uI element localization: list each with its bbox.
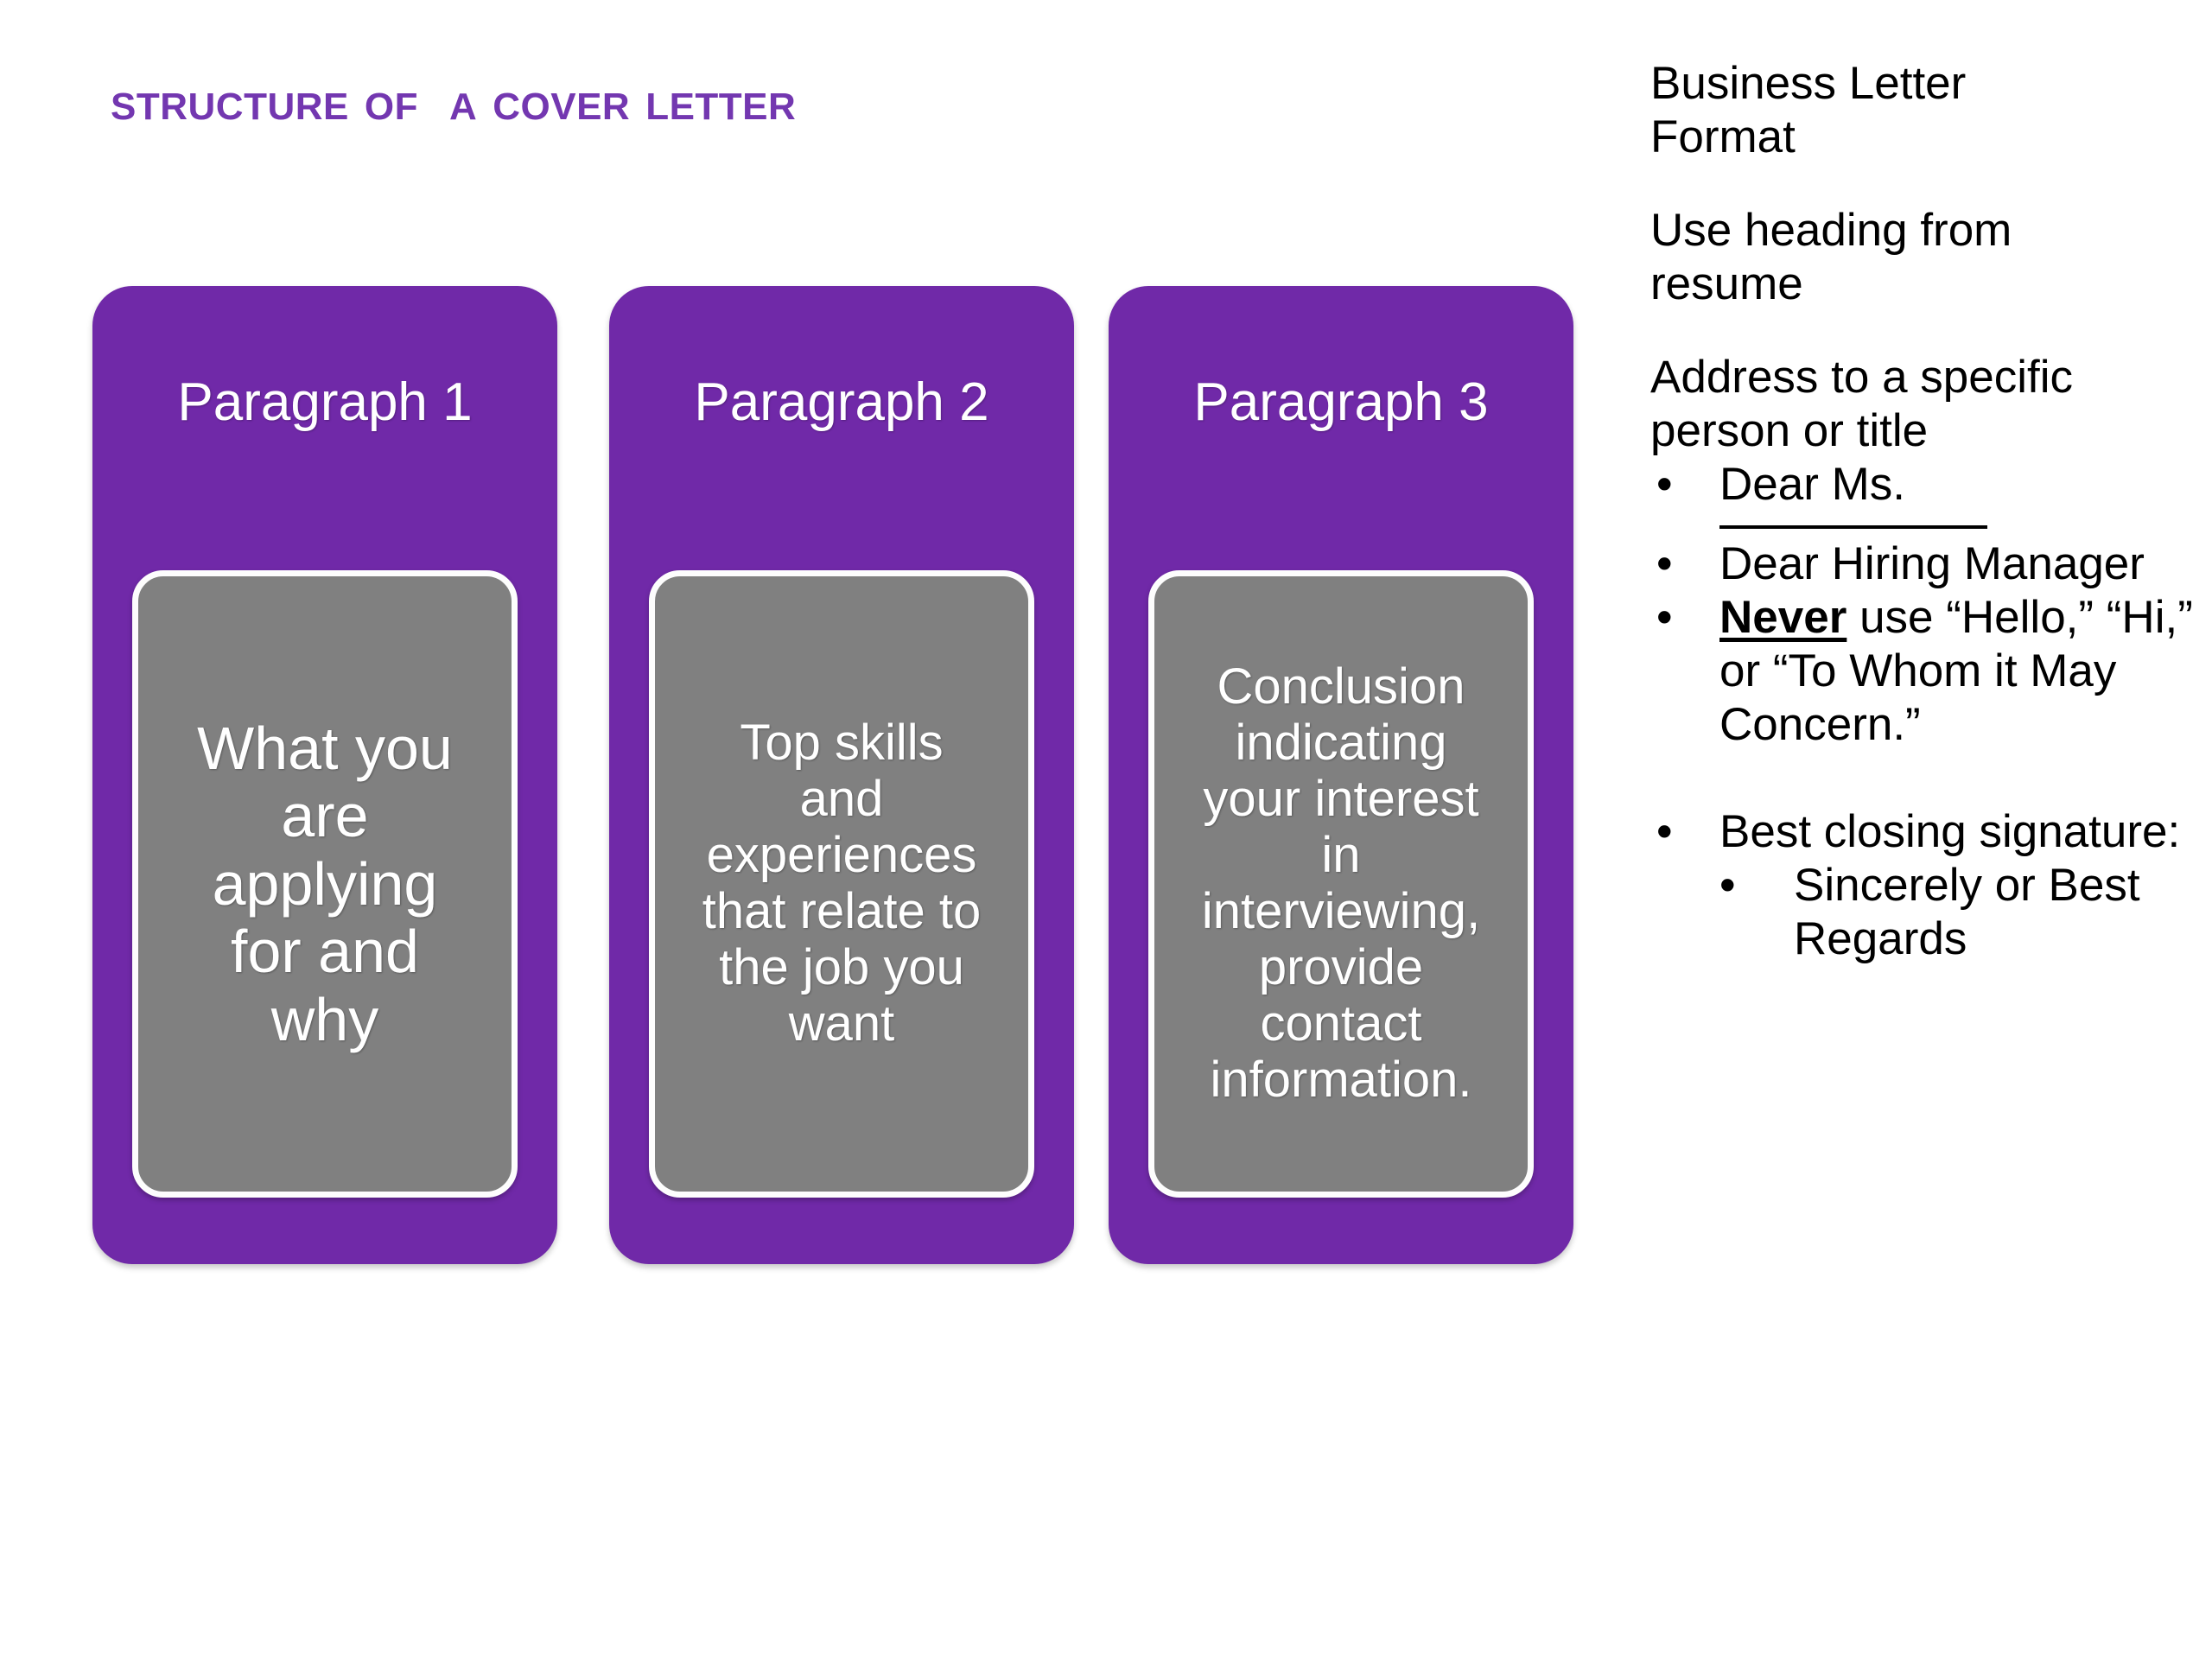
sub-bullet-dot-icon: • <box>1719 860 1736 911</box>
paragraph-card-2-heading: Paragraph 2 <box>694 372 989 432</box>
bullet-dot-icon: • <box>1656 538 1673 589</box>
sub-bullet-text-sincerely: Sincerely or Best Regards <box>1794 860 2140 964</box>
paragraph-card-1-body-text: What you are applying for and why <box>197 715 453 1053</box>
salutation-bullet-list: • Dear Ms. • Dear Hiring Manager • Never… <box>1650 458 2195 966</box>
emphasis-never: Never <box>1719 592 1847 643</box>
bullet-text-never-use-rest: use “Hello,” “Hi,” or “To Whom it May Co… <box>1719 592 2193 750</box>
paragraph-card-2-body: Top skills and experiences that relate t… <box>649 570 1034 1198</box>
paragraph-card-2: Paragraph 2 Top skills and experiences t… <box>609 286 1074 1264</box>
closing-sub-bullet-list: • Sincerely or Best Regards <box>1719 859 2195 966</box>
bullet-dot-icon: • <box>1656 806 1673 857</box>
fill-in-blank-line <box>1719 525 1987 529</box>
paragraph-card-1: Paragraph 1 What you are applying for an… <box>92 286 557 1264</box>
paragraph-card-3-heading: Paragraph 3 <box>1193 372 1489 432</box>
bullet-item-never-use: • Never use “Hello,” “Hi,” or “To Whom i… <box>1650 591 2195 752</box>
note-use-heading-from-resume: Use heading from resume <box>1650 205 2012 309</box>
bullet-item-best-closing-signature: • Best closing signature: • Sincerely or… <box>1650 805 2195 966</box>
paragraph-card-3-body: Conclusion indicating your interest in i… <box>1148 570 1534 1198</box>
paragraph-card-1-heading: Paragraph 1 <box>177 372 473 432</box>
bullet-item-dear-hiring-manager: • Dear Hiring Manager <box>1650 537 2195 591</box>
bullet-text-best-closing-signature: Best closing signature: <box>1719 806 2181 857</box>
paragraph-card-2-body-text: Top skills and experiences that relate t… <box>702 715 982 1052</box>
paragraph-cards-group: Paragraph 1 What you are applying for an… <box>92 286 1574 1264</box>
bullet-item-dear-ms: • Dear Ms. <box>1650 458 2195 529</box>
bullet-list-spacer <box>1650 752 2195 805</box>
bullet-text-dear-ms: Dear Ms. <box>1719 459 1905 510</box>
paragraph-card-1-body: What you are applying for and why <box>132 570 518 1198</box>
notes-column: Business Letter Format Use heading from … <box>1650 57 2195 966</box>
paragraph-card-3: Paragraph 3 Conclusion indicating your i… <box>1109 286 1573 1264</box>
note-business-letter-format: Business Letter Format <box>1650 58 1967 162</box>
bullet-dot-icon: • <box>1656 459 1673 510</box>
note-address-to-specific-person: Address to a specific person or title <box>1650 352 2074 456</box>
sub-bullet-item-sincerely: • Sincerely or Best Regards <box>1719 859 2195 966</box>
page-title: Structure of a cover letter <box>111 71 797 131</box>
bullet-text-dear-hiring-manager: Dear Hiring Manager <box>1719 538 2145 589</box>
bullet-dot-icon: • <box>1656 592 1673 643</box>
paragraph-card-3-body-text: Conclusion indicating your interest in i… <box>1201 658 1481 1108</box>
